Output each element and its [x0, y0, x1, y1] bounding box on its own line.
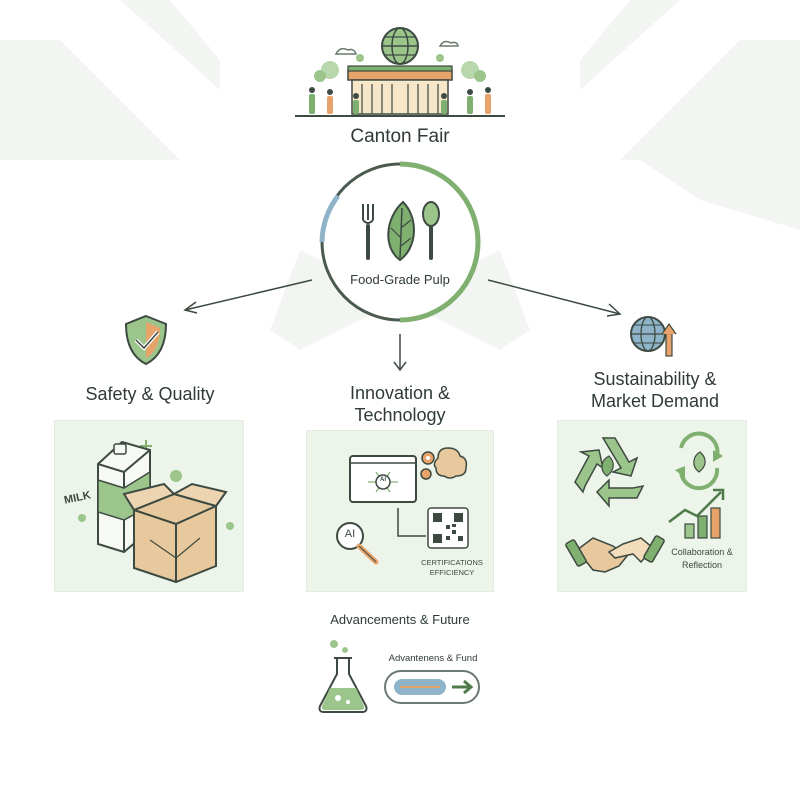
innovation-caption-line1: CERTIFICATIONS	[421, 558, 483, 567]
center-label: Food-Grade Pulp	[350, 272, 450, 287]
pill-label: Advantenens & Fund	[388, 653, 478, 664]
recycle-leaf-icon	[565, 431, 725, 573]
growth-chart-icon	[668, 488, 725, 539]
globe-growth-icon	[630, 316, 677, 357]
innovation-caption-line2: EFFICIENCY	[429, 568, 475, 577]
innovation-title-line1: Innovation &	[349, 383, 451, 403]
safety-quality-title: Safety & Quality	[85, 384, 215, 404]
cycle-leaf-icon	[675, 431, 723, 491]
sustainability-title-line1: Sustainability &	[593, 369, 717, 389]
ai-screen-icon	[336, 447, 469, 565]
future-heading: Advancements & Future	[330, 612, 470, 627]
innovation-title-line2: Technology	[354, 405, 446, 425]
handshake-icon	[565, 535, 665, 573]
arrow-to-sustainability	[487, 279, 621, 315]
sustainability-caption: Collaboration & Reflection	[660, 546, 744, 572]
canton-fair-building-icon	[295, 27, 505, 117]
innovation-caption: CERTIFICATIONS EFFICIENCY	[410, 558, 494, 578]
sustainability-caption-line2: Reflection	[681, 560, 723, 570]
sustainability-title-line2: Market Demand	[590, 391, 720, 411]
ai-magnifier-label: AI	[344, 528, 356, 540]
sustainability-title: Sustainability & Market Demand	[560, 368, 750, 412]
arrow-to-safety	[184, 279, 313, 311]
progress-arrow-icon	[394, 679, 474, 695]
sustainability-caption-line1: Collaboration &	[671, 547, 733, 557]
event-title: Canton Fair	[350, 126, 450, 147]
pulp-box-icon	[122, 482, 228, 584]
cutlery-leaf-icon	[362, 200, 440, 262]
gear-icon	[420, 451, 435, 480]
ai-screen-label: AI	[380, 477, 386, 483]
innovation-title: Innovation & Technology	[300, 382, 500, 426]
flask-icon	[318, 640, 368, 713]
shield-check-icon	[124, 314, 168, 366]
